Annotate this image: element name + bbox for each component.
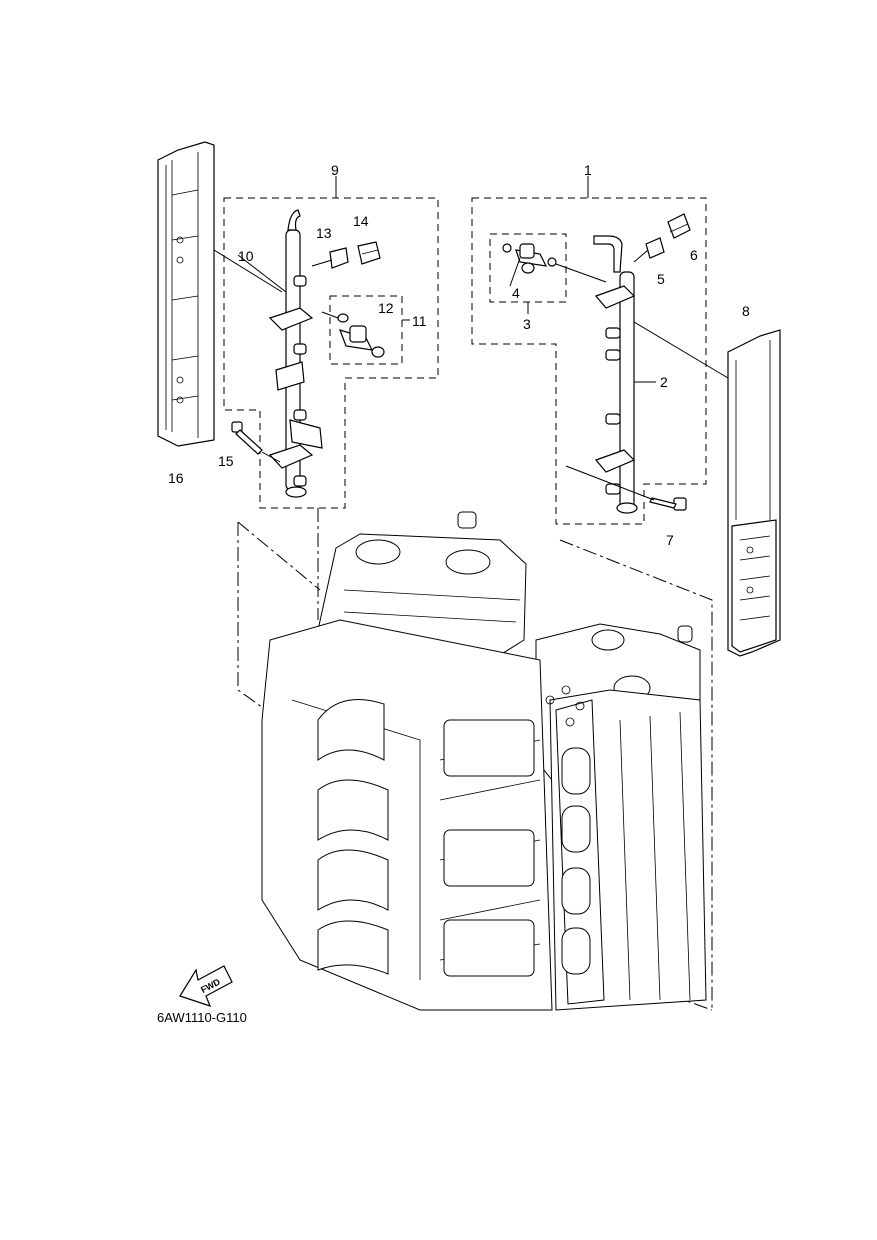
callout-16: 16 — [168, 470, 184, 486]
callout-12: 12 — [378, 300, 394, 316]
clip-part-5 — [633, 237, 665, 263]
clip-part-13 — [311, 247, 349, 269]
callout-1: 1 — [584, 162, 592, 178]
clip-part-6 — [667, 213, 691, 239]
callout-7: 7 — [666, 532, 674, 548]
callout-13: 13 — [316, 225, 332, 241]
callout-3: 3 — [523, 316, 531, 332]
right-cover-part-8 — [633, 321, 781, 657]
clip-part-14 — [357, 241, 381, 265]
callout-15: 15 — [218, 453, 234, 469]
callout-8: 8 — [742, 303, 750, 319]
injector-group-11 — [321, 295, 410, 365]
engine-block — [237, 508, 713, 1011]
bolt-part-15 — [231, 421, 281, 463]
callout-4: 4 — [512, 285, 520, 301]
injector-group-3 — [489, 233, 567, 314]
diagram-code: 6AW1110-G110 — [157, 1010, 247, 1025]
fuel-rail-part-10 — [237, 209, 323, 498]
group-1-outline — [471, 176, 707, 525]
callout-11: 11 — [412, 313, 427, 329]
bolt-part-7 — [565, 465, 687, 511]
callout-10: 10 — [238, 248, 254, 264]
callout-6: 6 — [690, 247, 698, 263]
callout-9: 9 — [331, 162, 339, 178]
fwd-arrow-icon: FWD — [179, 965, 233, 1007]
callout-14: 14 — [353, 213, 369, 229]
callout-5: 5 — [657, 271, 665, 287]
group-9-outline — [223, 176, 439, 509]
left-cover-part-16 — [157, 141, 283, 447]
callouts: 1 2 3 4 5 6 7 8 9 10 11 12 13 14 15 16 — [168, 162, 750, 548]
fuel-rail-part-2 — [555, 235, 656, 514]
callout-2: 2 — [660, 374, 668, 390]
